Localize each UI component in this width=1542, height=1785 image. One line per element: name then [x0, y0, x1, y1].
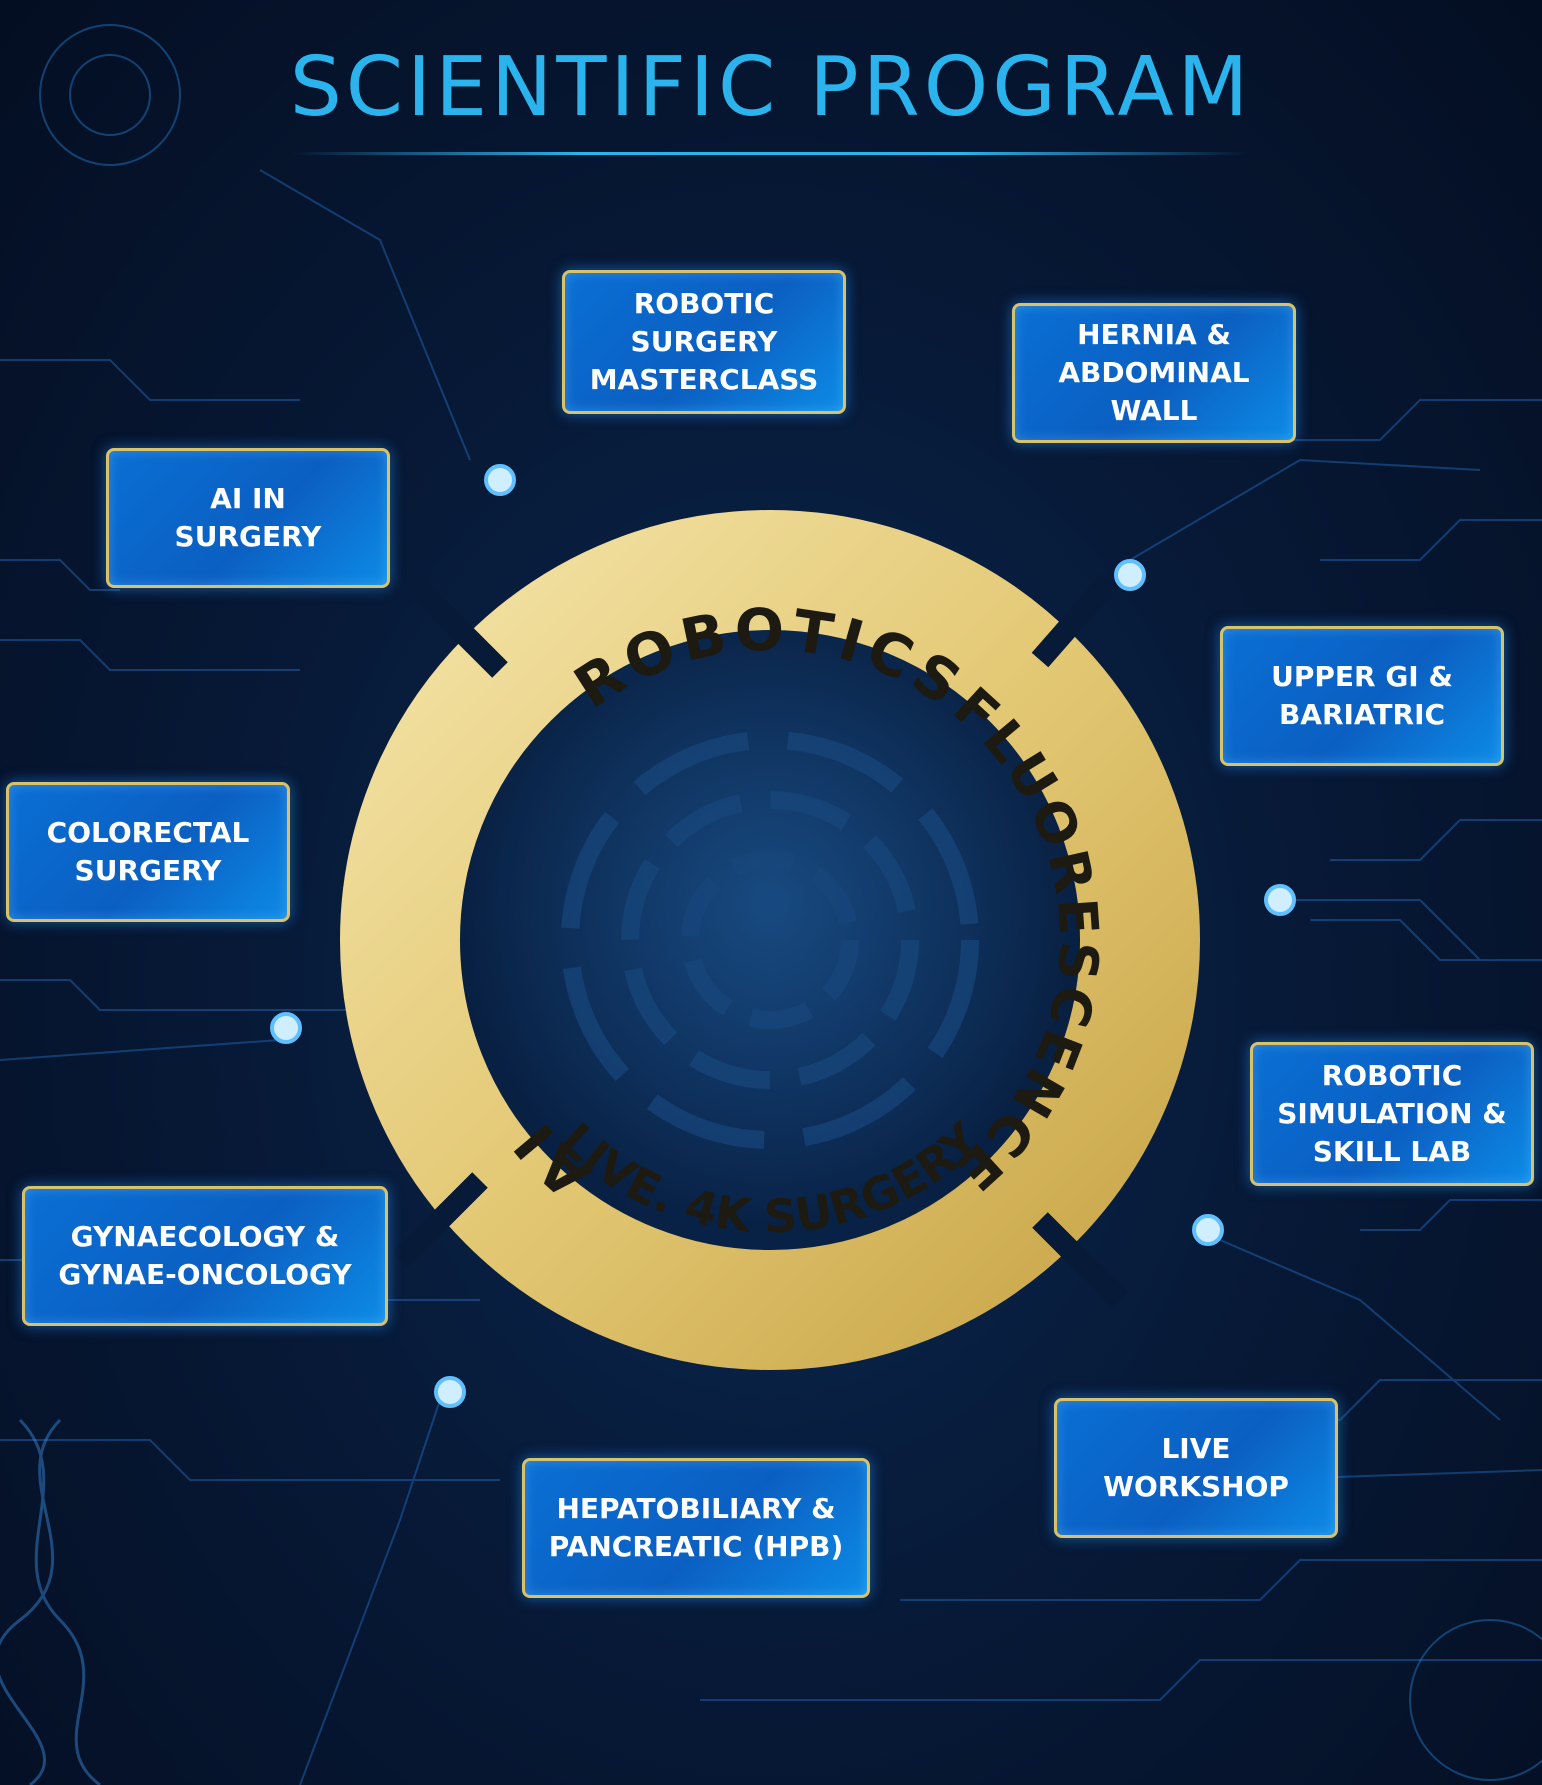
topic-hepatobiliary-pancreatic: HEPATOBILIARY & PANCREATIC (HPB) [522, 1458, 870, 1598]
topic-line: BARIATRIC [1278, 698, 1446, 731]
topic-gynaecology-gynae-oncology: GYNAECOLOGY & GYNAE-ONCOLOGY [22, 1186, 388, 1326]
topic-line: SURGERY [630, 325, 778, 358]
topic-ai-in-surgery: AI IN SURGERY [106, 448, 390, 588]
topic-robotic-simulation-skill-lab: ROBOTIC SIMULATION & SKILL LAB [1250, 1042, 1534, 1186]
topic-line: ROBOTIC [633, 287, 775, 320]
topic-line: SIMULATION & [1277, 1097, 1507, 1130]
topic-line: SURGERY [74, 854, 222, 887]
topic-line: MASTERCLASS [589, 363, 819, 396]
topic-line: SURGERY [174, 520, 322, 553]
topic-line: LIVE [1161, 1432, 1231, 1465]
topic-hernia-abdominal-wall: HERNIA & ABDOMINAL WALL [1012, 303, 1296, 443]
topic-line: HERNIA & [1077, 318, 1231, 351]
topic-upper-gi-bariatric: UPPER GI & BARIATRIC [1220, 626, 1504, 766]
topic-line: GYNAE-ONCOLOGY [58, 1258, 352, 1291]
topic-colorectal-surgery: COLORECTAL SURGERY [6, 782, 290, 922]
topic-line: COLORECTAL [46, 816, 250, 849]
topic-line: AI IN [210, 482, 286, 515]
topic-robotic-surgery-masterclass: ROBOTIC SURGERY MASTERCLASS [562, 270, 846, 414]
topic-line: SKILL LAB [1312, 1135, 1472, 1168]
title-underline [290, 152, 1250, 155]
topic-line: HEPATOBILIARY & [556, 1492, 836, 1525]
program-ring: ROBOTICS FLUORESCENCE LIVE. 4K SURGERY A… [340, 510, 1200, 1370]
topic-line: ABDOMINAL [1058, 356, 1250, 389]
topic-line: PANCREATIC (HPB) [548, 1530, 844, 1563]
topic-live-workshop: LIVE WORKSHOP [1054, 1398, 1338, 1538]
topic-line: WALL [1110, 394, 1198, 427]
topic-line: GYNAECOLOGY & [70, 1220, 340, 1253]
page-title: SCIENTIFIC PROGRAM [289, 40, 1253, 135]
topic-line: WORKSHOP [1103, 1470, 1289, 1503]
topic-line: ROBOTIC [1321, 1059, 1463, 1092]
ring-gold-band [340, 510, 1200, 1370]
topic-line: UPPER GI & [1271, 660, 1453, 693]
